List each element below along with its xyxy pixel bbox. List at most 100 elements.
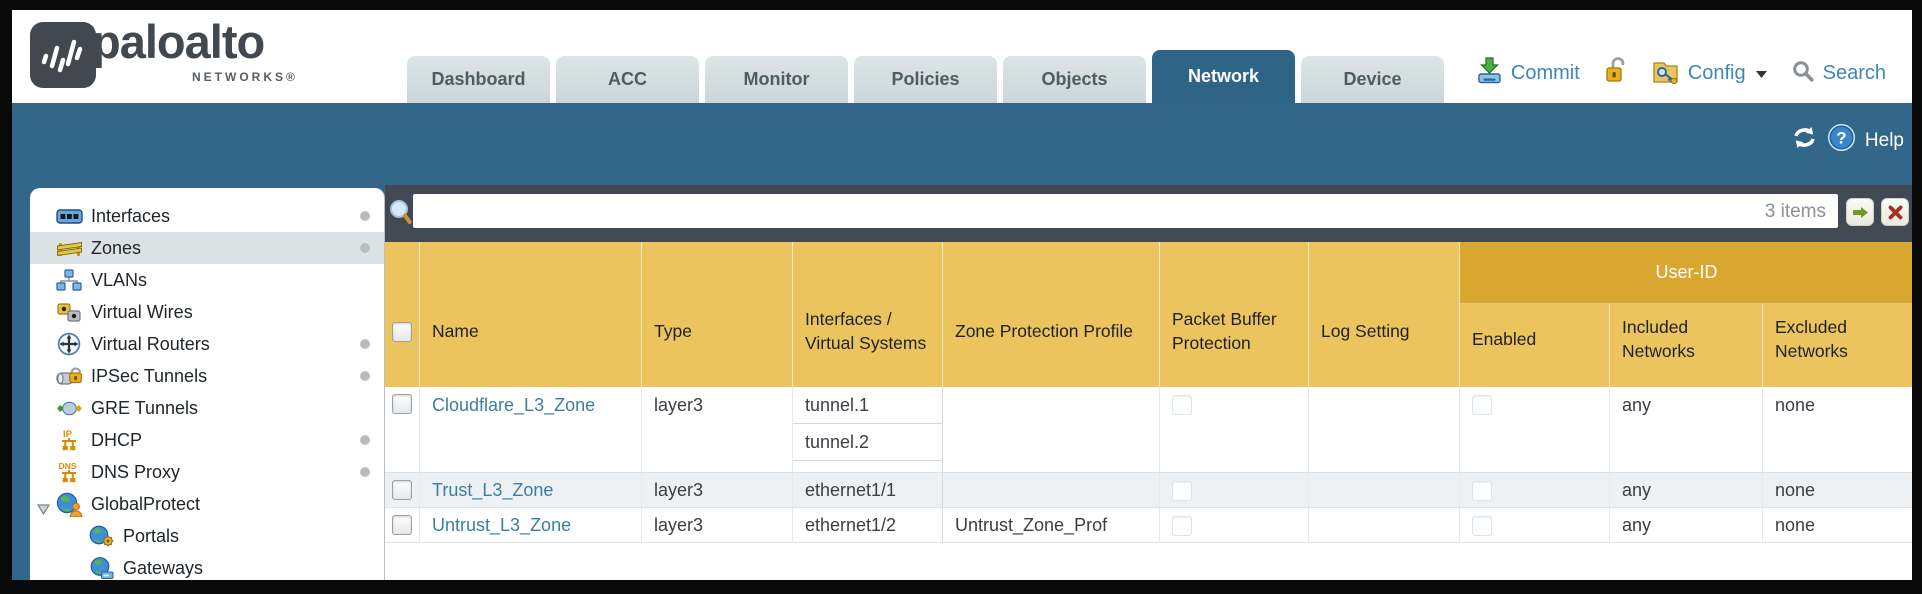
column-header-log-setting[interactable]: Log Setting	[1309, 242, 1460, 387]
zone-interfaces-cell: ethernet1/1	[793, 473, 943, 508]
status-dot	[360, 435, 370, 445]
sidebar-item-virtual-routers[interactable]: Virtual Routers	[30, 328, 384, 360]
zone-name-link[interactable]: Cloudflare_L3_Zone	[432, 395, 596, 415]
sidebar-item-vlans[interactable]: VLANs	[30, 264, 384, 296]
packet-buffer-checkbox[interactable]	[1172, 516, 1192, 536]
tab-dashboard[interactable]: Dashboard	[407, 56, 550, 103]
tab-objects[interactable]: Objects	[1003, 56, 1146, 103]
collapse-expander-icon[interactable]	[36, 499, 51, 520]
search-button[interactable]: Search	[1822, 62, 1886, 84]
column-header-excluded-networks[interactable]: Excluded Networks	[1763, 304, 1912, 387]
select-all-checkbox[interactable]	[392, 321, 412, 342]
log-setting-cell	[1309, 387, 1460, 473]
sidebar-item-label: GRE Tunnels	[91, 397, 199, 418]
panos-web-ui: paloalto NETWORKS® Dashboard ACC Monitor…	[12, 10, 1912, 580]
help-button[interactable]: Help	[1864, 129, 1904, 151]
zone-name-link[interactable]: Untrust_L3_Zone	[432, 515, 572, 535]
brand-wordmark: paloalto	[92, 15, 265, 68]
chevron-down-icon[interactable]	[1755, 62, 1768, 85]
sidebar-item-label: DNS Proxy	[91, 461, 181, 482]
sidebar-item-label: Interfaces	[91, 205, 171, 226]
status-dot	[360, 339, 370, 349]
header-actions: Commit Config	[1477, 57, 1886, 90]
config-button[interactable]: Config	[1687, 62, 1746, 84]
tab-monitor[interactable]: Monitor	[705, 56, 848, 103]
commit-icon	[1477, 57, 1502, 90]
zone-name-link[interactable]: Trust_L3_Zone	[432, 480, 554, 500]
zone-interfaces-cell: tunnel.1 tunnel.2	[793, 387, 943, 473]
packet-buffer-checkbox[interactable]	[1172, 481, 1192, 501]
sidebar-item-gre-tunnels[interactable]: GRE Tunnels	[30, 392, 384, 424]
select-all-checkbox-cell	[385, 242, 420, 387]
interface-entry: tunnel.2	[793, 424, 942, 461]
column-group-user-id: User-ID	[1460, 242, 1912, 304]
row-checkbox-cell	[385, 508, 420, 543]
refresh-icon[interactable]	[1791, 126, 1818, 155]
filter-search-icon	[389, 199, 413, 231]
config-lock-icon[interactable]	[1604, 57, 1628, 90]
apply-filter-button[interactable]	[1846, 198, 1874, 226]
packet-buffer-checkbox[interactable]	[1172, 395, 1192, 415]
sidebar-item-label: DHCP	[91, 429, 143, 450]
user-id-enabled-checkbox[interactable]	[1472, 481, 1492, 501]
column-header-packet-buffer-protection[interactable]: Packet Buffer Protection	[1160, 242, 1309, 387]
sidebar-item-portals[interactable]: Portals	[30, 520, 384, 552]
help-icon[interactable]: ?	[1827, 123, 1856, 158]
filter-input[interactable]	[413, 194, 1838, 228]
brand-networks-label: NETWORKS®	[192, 70, 298, 84]
dhcp-icon: IP	[55, 427, 83, 453]
sidebar-item-globalprotect[interactable]: GlobalProtect	[30, 488, 384, 520]
column-header-type[interactable]: Type	[642, 242, 793, 387]
user-id-enabled-cell	[1460, 473, 1610, 508]
sidebar-item-interfaces[interactable]: Interfaces	[30, 200, 384, 232]
status-dot	[360, 243, 370, 253]
packet-buffer-protection-cell	[1160, 473, 1309, 508]
sidebar-item-label: IPSec Tunnels	[91, 365, 208, 386]
zones-content: 3 items Name Type Interfaces / Virtual S…	[385, 185, 1912, 580]
user-id-enabled-checkbox[interactable]	[1472, 395, 1492, 415]
column-header-zone-protection-profile[interactable]: Zone Protection Profile	[943, 242, 1160, 387]
sidebar-item-dns-proxy[interactable]: DNS DNS Proxy	[30, 456, 384, 488]
sidebar-item-dhcp[interactable]: IP DHCP	[30, 424, 384, 456]
row-checkbox[interactable]	[392, 394, 412, 414]
column-header-interfaces[interactable]: Interfaces / Virtual Systems	[793, 242, 943, 387]
ipsec-tunnels-icon	[55, 363, 83, 389]
included-networks-cell: any	[1610, 387, 1763, 473]
zone-interfaces-cell: ethernet1/2	[793, 508, 943, 543]
row-checkbox-cell	[385, 473, 420, 508]
column-header-name[interactable]: Name	[420, 242, 642, 387]
tab-network[interactable]: Network	[1152, 50, 1295, 103]
clear-filter-button[interactable]	[1881, 198, 1909, 226]
commit-button[interactable]: Commit	[1510, 62, 1580, 84]
sidebar-item-zones[interactable]: Zones	[30, 232, 384, 264]
row-checkbox[interactable]	[392, 515, 412, 535]
zones-icon	[55, 235, 83, 261]
tab-acc[interactable]: ACC	[556, 56, 699, 103]
sidebar-item-label: Virtual Routers	[91, 333, 210, 354]
column-header-enabled[interactable]: Enabled	[1460, 304, 1610, 387]
virtual-routers-icon	[55, 331, 83, 357]
row-checkbox[interactable]	[392, 480, 412, 500]
excluded-networks-cell: none	[1763, 387, 1912, 473]
virtual-wires-icon	[55, 299, 83, 325]
portals-icon	[87, 523, 115, 549]
sidebar-item-label: Gateways	[123, 557, 204, 578]
sidebar-item-ipsec-tunnels[interactable]: IPSec Tunnels	[30, 360, 384, 392]
table-row: Cloudflare_L3_Zone layer3 tunnel.1 tunne…	[385, 387, 1912, 473]
user-id-enabled-checkbox[interactable]	[1472, 516, 1492, 536]
tab-device[interactable]: Device	[1301, 56, 1444, 103]
interface-entry: tunnel.1	[793, 387, 942, 424]
svg-text:?: ?	[1836, 129, 1846, 148]
zone-type-cell: layer3	[642, 508, 793, 543]
paloalto-logo	[30, 22, 96, 88]
zone-protection-profile-cell	[943, 473, 1160, 508]
zone-name-cell: Untrust_L3_Zone	[420, 508, 642, 543]
dns-proxy-icon: DNS	[55, 459, 83, 485]
sidebar-item-gateways[interactable]: Gateways	[30, 552, 384, 580]
zone-name-cell: Cloudflare_L3_Zone	[420, 387, 642, 473]
sidebar-item-virtual-wires[interactable]: Virtual Wires	[30, 296, 384, 328]
column-header-included-networks[interactable]: Included Networks	[1610, 304, 1763, 387]
item-count-label: 3 items	[1764, 201, 1826, 222]
config-icon	[1652, 57, 1679, 90]
tab-policies[interactable]: Policies	[854, 56, 997, 103]
